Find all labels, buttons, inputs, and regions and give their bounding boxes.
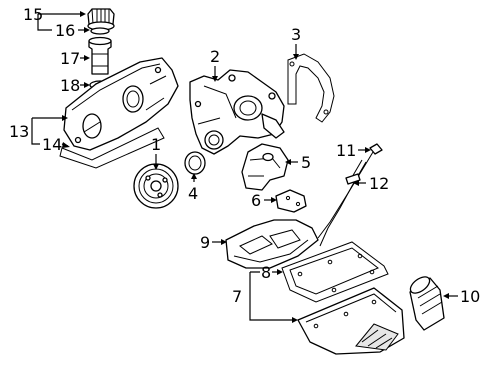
- callout-13: 13: [9, 122, 29, 141]
- callout-14: 14: [42, 135, 62, 154]
- callout-16: 16: [55, 21, 75, 40]
- crankshaft-pulley: [133, 163, 179, 209]
- callout-8: 8: [261, 263, 271, 282]
- callout-12: 12: [369, 174, 389, 193]
- oil-filter: [409, 276, 445, 331]
- callout-1: 1: [151, 135, 161, 154]
- valve-cover-gasket: [59, 127, 165, 169]
- oil-pump: [241, 143, 289, 191]
- callout-2: 2: [210, 47, 220, 66]
- callout-10: 10: [460, 287, 480, 306]
- dipstick-tube: [319, 159, 367, 247]
- oil-pan-gasket: [281, 241, 389, 303]
- pump-cover: [275, 189, 307, 213]
- front-crank-seal: [184, 151, 206, 175]
- callout-15: 15: [23, 5, 43, 24]
- callout-3: 3: [291, 25, 301, 44]
- valve-cover: [63, 57, 179, 151]
- callout-11: 11: [336, 141, 356, 160]
- timing-cover-gasket: [287, 53, 335, 123]
- callout-17: 17: [60, 49, 80, 68]
- filler-tube: [88, 36, 112, 75]
- oil-filler-cap: [87, 8, 115, 31]
- callout-7: 7: [232, 287, 242, 306]
- oil-pan: [297, 287, 405, 355]
- dipstick: [317, 143, 383, 239]
- cap-seal-ring: [90, 27, 110, 35]
- front-timing-cover: [189, 69, 285, 155]
- windage-tray: [225, 219, 319, 269]
- callout-18: 18: [60, 76, 80, 95]
- callout-4: 4: [188, 184, 198, 203]
- callout-5: 5: [301, 153, 311, 172]
- callout-6: 6: [251, 191, 261, 210]
- callout-9: 9: [200, 233, 210, 252]
